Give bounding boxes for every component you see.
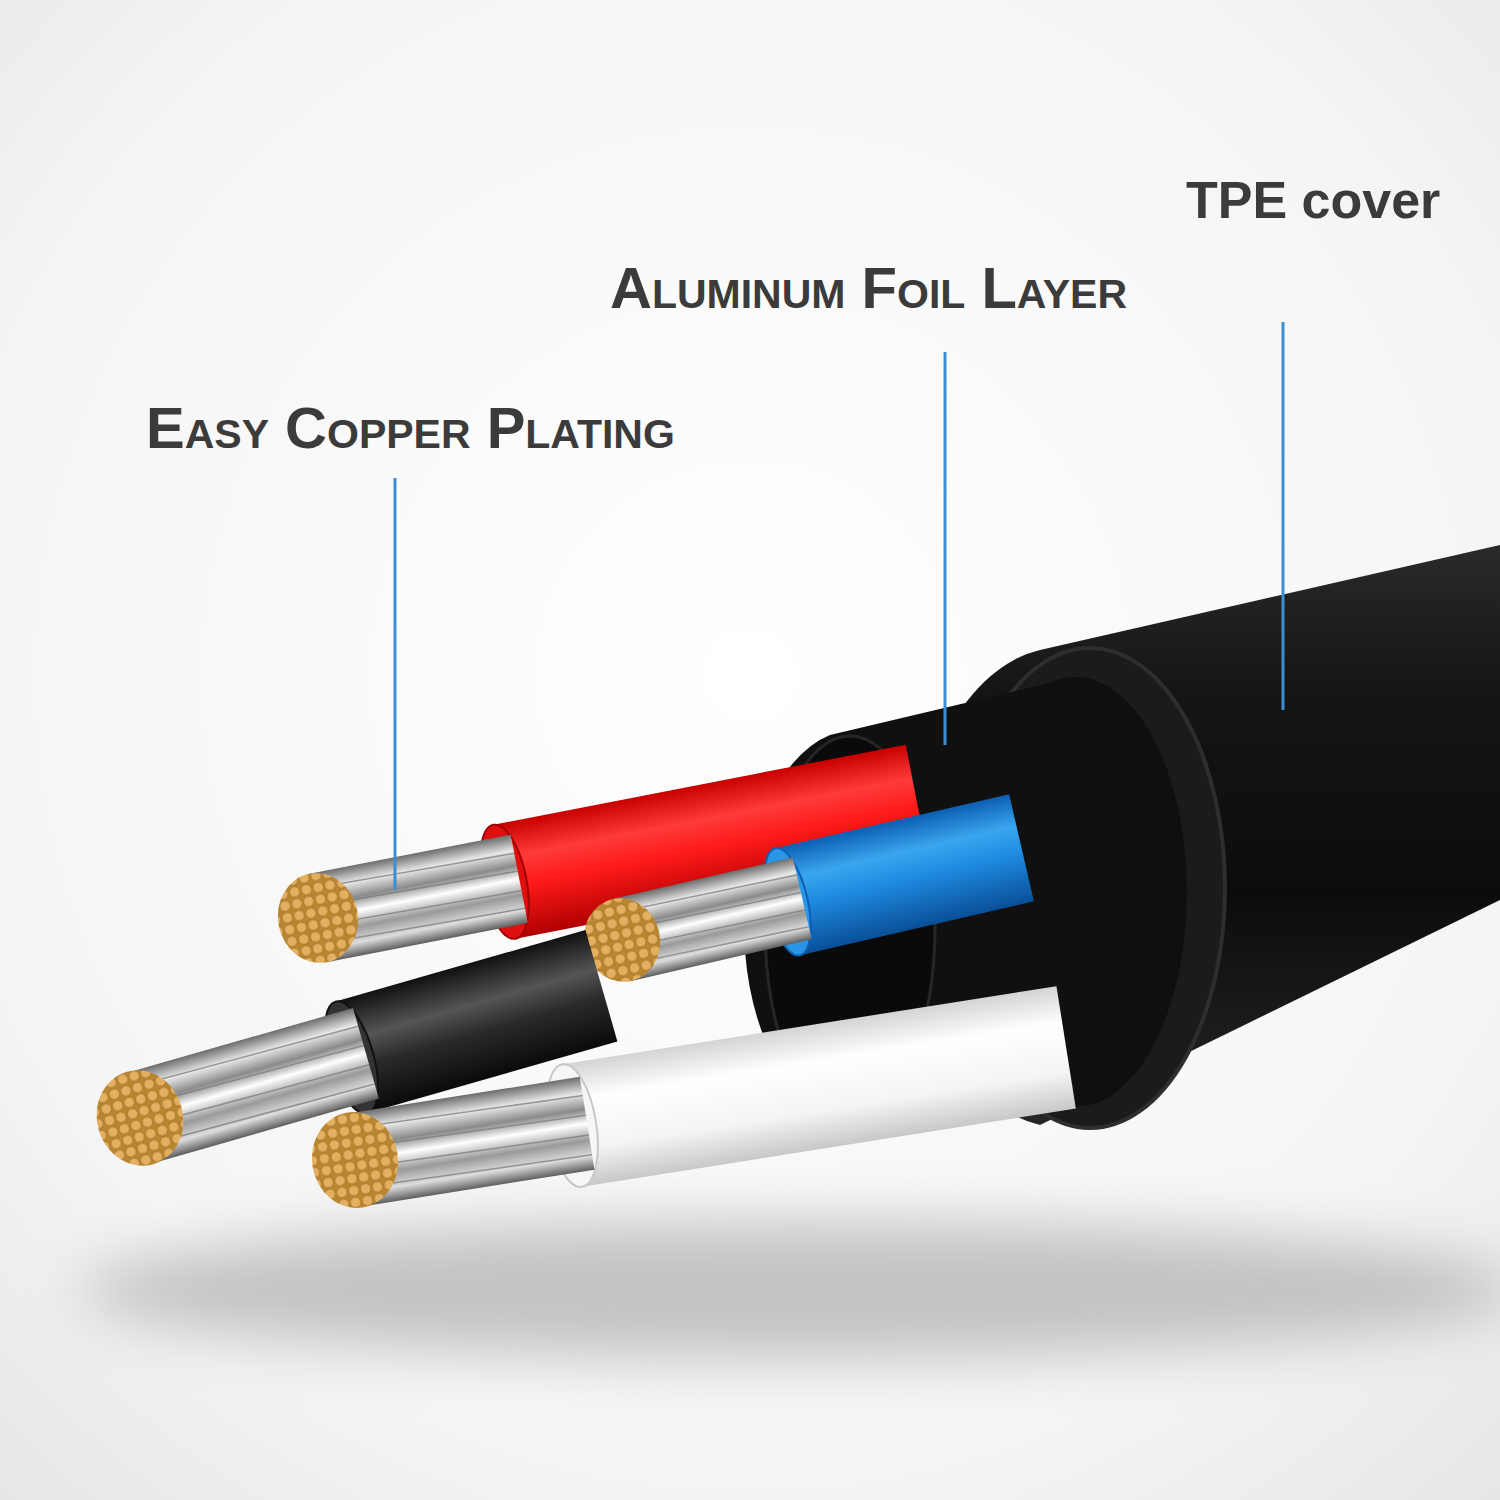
callout-label: Easy Copper Plating xyxy=(146,396,746,460)
callout-label: TPE cover xyxy=(1186,172,1486,229)
callout-label: Aluminum Foil Layer xyxy=(610,256,1210,320)
